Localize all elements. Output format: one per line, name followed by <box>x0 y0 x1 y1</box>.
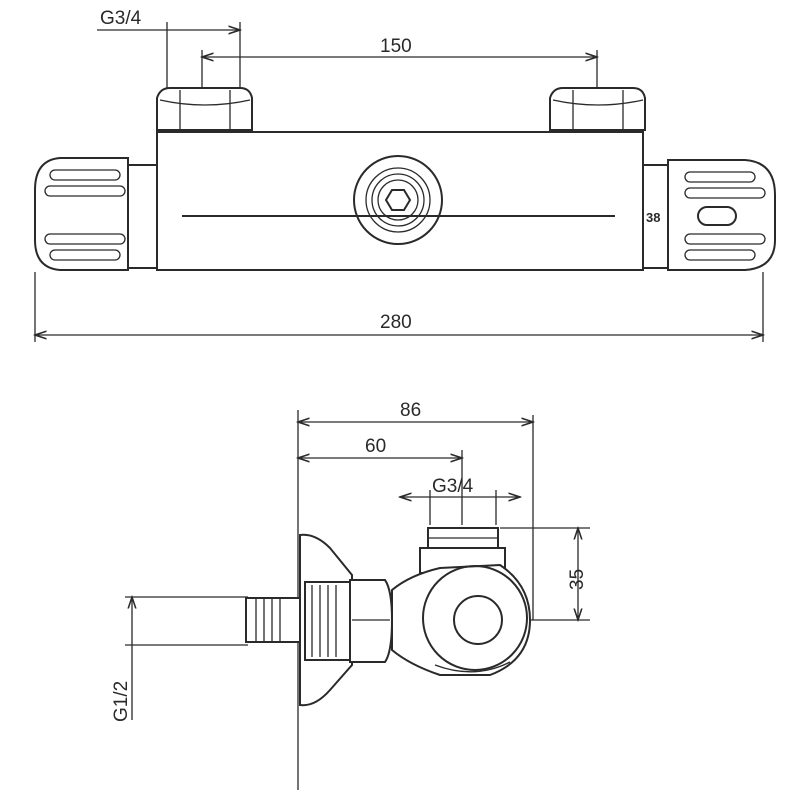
dim-label: 150 <box>380 36 412 57</box>
dim-60: 60 <box>298 436 462 525</box>
side-view: 86 60 G3/4 35 G1/2 <box>111 400 590 790</box>
handle-marking: 38 <box>646 210 660 225</box>
center-outlet <box>353 155 443 245</box>
dim-g34-top: G3/4 <box>97 8 240 88</box>
dim-280: 280 <box>35 272 763 342</box>
inlet-thread <box>245 597 301 643</box>
left-inlet-nut <box>156 87 253 131</box>
safety-button-icon <box>697 206 737 226</box>
dim-label: 60 <box>365 436 386 457</box>
valve-body <box>156 131 644 271</box>
dim-label: G3/4 <box>432 476 474 497</box>
dim-label: 86 <box>400 400 421 421</box>
hex-socket-icon <box>384 189 412 211</box>
dim-86: 86 <box>298 400 533 620</box>
dim-label: G3/4 <box>100 8 142 29</box>
dim-g34-side: G3/4 <box>400 476 520 525</box>
dim-35: 35 <box>500 528 590 620</box>
right-inlet-nut <box>549 87 646 131</box>
dim-label: 280 <box>380 312 412 333</box>
outlet-bore <box>453 595 503 645</box>
right-handle[interactable]: 38 <box>642 159 776 271</box>
valve-body-side <box>391 563 532 676</box>
eccentric-nut <box>304 579 394 663</box>
dim-label: G1/2 <box>111 681 132 722</box>
top-view: 38 G3/4 150 280 <box>34 8 776 342</box>
dim-label: 35 <box>567 569 588 590</box>
dim-g12: G1/2 <box>111 597 248 722</box>
left-handle[interactable] <box>34 157 158 271</box>
dim-150: 150 <box>202 36 597 88</box>
